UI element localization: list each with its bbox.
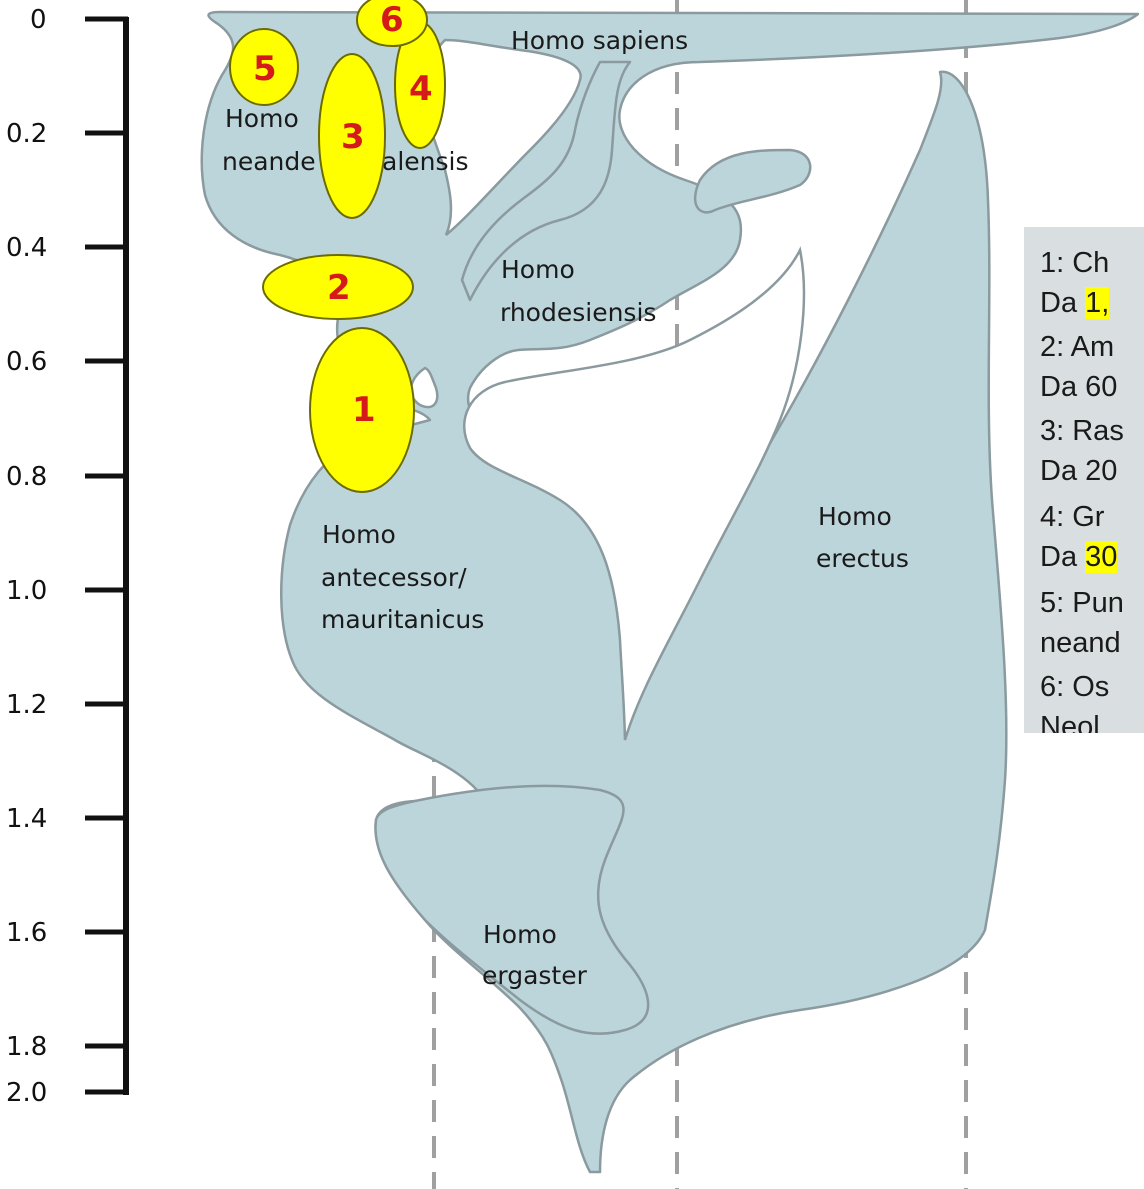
species-label-erectus: erectus [816, 544, 909, 573]
marker-number: 2 [327, 268, 351, 308]
tick-label: 0.4 [6, 233, 47, 263]
species-label-neanderthalensis: neande [222, 147, 316, 176]
legend-item-5: 5: Pun neand [1040, 583, 1124, 663]
tick-label: 1.8 [6, 1032, 47, 1062]
marker-number: 5 [253, 49, 277, 89]
legend-line: neand [1040, 623, 1124, 663]
rhodesiensis-lobe [695, 150, 810, 212]
legend-line: Da 30 [1040, 537, 1117, 577]
legend-text: Da [1040, 287, 1085, 319]
legend-line: 3: Ras [1040, 411, 1124, 451]
species-label-neanderthalensis: Homo [225, 104, 299, 133]
legend-item-3: 3: Ras Da 20 [1040, 411, 1124, 491]
tick-label: 1.4 [6, 804, 47, 834]
legend-text: Da [1040, 541, 1085, 573]
species-label-ergaster: ergaster [482, 961, 588, 990]
legend-line: Neol [1040, 707, 1109, 733]
species-label-rhodesiensis: rhodesiensis [500, 298, 656, 327]
legend-line: 4: Gr [1040, 497, 1117, 537]
marker-number: 1 [352, 390, 376, 430]
species-label-ergaster: Homo [483, 920, 557, 949]
legend-line: 6: Os [1040, 667, 1109, 707]
tick-label: 2.0 [6, 1078, 47, 1108]
species-label-sapiens: Homo sapiens [511, 26, 688, 55]
time-axis: 0 0.2 0.4 0.6 0.8 1.0 1.2 1.4 1.6 1.8 2.… [6, 5, 128, 1108]
species-label-antecessor: Homo [322, 520, 396, 549]
tick-label: 0.8 [6, 462, 47, 492]
tick-label: 1.6 [6, 918, 47, 948]
tick-label: 1.0 [6, 576, 47, 606]
tick-label: 0 [30, 5, 47, 35]
legend-panel: 1: Ch Da 1, 2: Am Da 60 3: Ras Da 20 4: … [1024, 227, 1144, 733]
legend-line: 1: Ch [1040, 243, 1109, 283]
marker-number: 6 [380, 0, 404, 40]
legend-line: Da 20 [1040, 451, 1124, 491]
species-label-antecessor: mauritanicus [321, 605, 484, 634]
legend-line: 5: Pun [1040, 583, 1124, 623]
tick-label: 0.6 [6, 347, 47, 377]
legend-item-6: 6: Os Neol [1040, 667, 1109, 733]
highlighted-value: 30 [1085, 541, 1117, 573]
legend-item-4: 4: Gr Da 30 [1040, 497, 1117, 577]
species-label-rhodesiensis: Homo [501, 255, 575, 284]
species-label-antecessor: antecessor/ [321, 563, 467, 592]
legend-line: Da 60 [1040, 367, 1117, 407]
marker-number: 4 [409, 69, 433, 109]
tick-label: 1.2 [6, 690, 47, 720]
marker-number: 3 [341, 117, 365, 157]
species-label-neanderthalensis: alensis [382, 147, 469, 176]
legend-item-2: 2: Am Da 60 [1040, 327, 1117, 407]
legend-line: Da 1, [1040, 283, 1109, 323]
legend-line: 2: Am [1040, 327, 1117, 367]
species-label-erectus: Homo [818, 502, 892, 531]
highlighted-value: 1, [1085, 287, 1109, 319]
tick-label: 0.2 [6, 119, 47, 149]
legend-item-1: 1: Ch Da 1, [1040, 243, 1109, 323]
